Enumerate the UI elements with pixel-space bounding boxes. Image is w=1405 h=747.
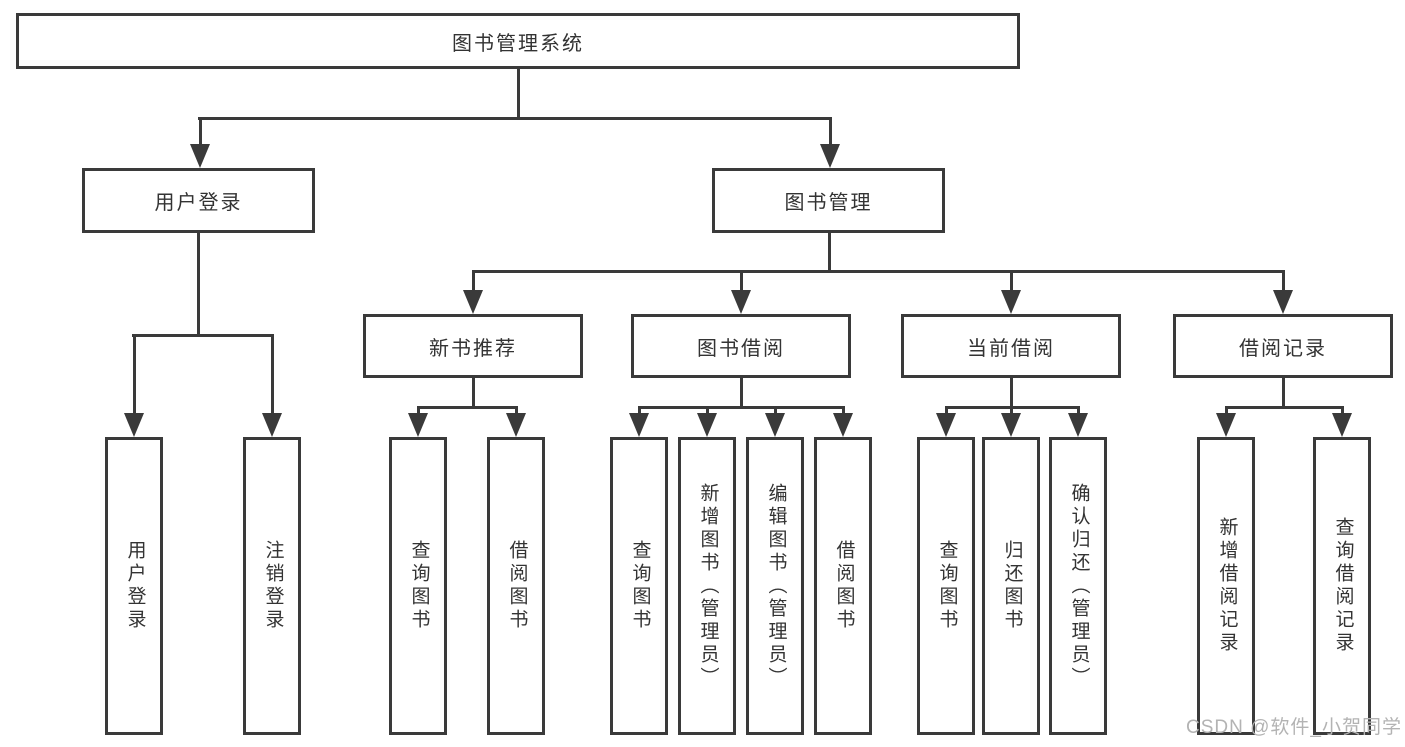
leaf-return-books: 归还图书 bbox=[982, 437, 1040, 735]
arrow-borrow-leaf-4 bbox=[833, 409, 853, 437]
leaf-label: 新增图书（管理员） bbox=[697, 482, 719, 690]
connector-user-vline bbox=[197, 233, 200, 336]
node-user-login: 用户登录 bbox=[82, 168, 315, 233]
leaf-label: 注销登录 bbox=[262, 540, 284, 632]
connector-root-vline bbox=[516, 69, 520, 120]
connector-records-hline bbox=[1224, 406, 1344, 409]
connector-user-hline bbox=[132, 334, 274, 337]
connector-rec-hline bbox=[416, 406, 518, 409]
leaf-label: 新增借阅记录 bbox=[1216, 517, 1238, 655]
arrow-to-leaf-user-login bbox=[124, 337, 144, 437]
leaf-query-books-recommend: 查询图书 bbox=[389, 437, 447, 735]
node-book-borrowing: 图书借阅 bbox=[631, 314, 851, 378]
leaf-label: 查询图书 bbox=[936, 540, 958, 632]
leaf-label: 用户登录 bbox=[124, 540, 146, 632]
leaf-logout: 注销登录 bbox=[243, 437, 301, 735]
arrow-records-leaf-2 bbox=[1332, 409, 1352, 437]
leaf-add-borrow-record: 新增借阅记录 bbox=[1197, 437, 1255, 735]
arrow-current-leaf-1 bbox=[936, 409, 956, 437]
connector-current-vline bbox=[1009, 378, 1013, 409]
leaf-label: 查询图书 bbox=[629, 540, 651, 632]
leaf-label: 归还图书 bbox=[1001, 540, 1023, 632]
leaf-label: 查询借阅记录 bbox=[1332, 517, 1354, 655]
arrow-rec-leaf-2 bbox=[506, 409, 526, 437]
connector-records-vline bbox=[1281, 378, 1285, 409]
connector-current-hline bbox=[944, 406, 1080, 409]
leaf-label: 确认归还（管理员） bbox=[1068, 482, 1090, 690]
arrow-to-book-management bbox=[820, 120, 840, 168]
arrow-to-borrowing-records bbox=[1273, 273, 1293, 314]
leaf-query-borrow-record: 查询借阅记录 bbox=[1313, 437, 1371, 735]
arrow-to-book-borrowing bbox=[731, 273, 751, 314]
node-borrowing-records: 借阅记录 bbox=[1173, 314, 1393, 378]
connector-borrow-vline bbox=[739, 378, 743, 409]
node-current-borrowing: 当前借阅 bbox=[901, 314, 1121, 378]
leaf-borrow-books-recommend: 借阅图书 bbox=[487, 437, 545, 735]
arrow-current-leaf-3 bbox=[1068, 409, 1088, 437]
leaf-edit-books-admin: 编辑图书（管理员） bbox=[746, 437, 804, 735]
arrow-to-user-login bbox=[190, 120, 210, 168]
arrow-to-leaf-logout bbox=[262, 337, 282, 437]
connector-root-hline bbox=[198, 117, 832, 120]
csdn-watermark: CSDN @软件_小贺同学 bbox=[1186, 717, 1402, 738]
connector-mgmt-hline bbox=[471, 270, 1285, 273]
leaf-label: 借阅图书 bbox=[506, 540, 528, 632]
leaf-query-books-borrowing: 查询图书 bbox=[610, 437, 668, 735]
node-new-book-recommend: 新书推荐 bbox=[363, 314, 583, 378]
connector-rec-vline bbox=[471, 378, 475, 409]
arrow-borrow-leaf-3 bbox=[765, 409, 785, 437]
leaf-confirm-return-admin: 确认归还（管理员） bbox=[1049, 437, 1107, 735]
arrow-records-leaf-1 bbox=[1216, 409, 1236, 437]
leaf-query-books-current: 查询图书 bbox=[917, 437, 975, 735]
leaf-borrow-books-borrowing: 借阅图书 bbox=[814, 437, 872, 735]
connector-mgmt-vline bbox=[827, 233, 831, 273]
connector-borrow-hline bbox=[637, 406, 845, 409]
leaf-label: 查询图书 bbox=[408, 540, 430, 632]
arrow-borrow-leaf-1 bbox=[629, 409, 649, 437]
leaf-label: 借阅图书 bbox=[833, 540, 855, 632]
leaf-user-login: 用户登录 bbox=[105, 437, 163, 735]
leaf-label: 编辑图书（管理员） bbox=[765, 482, 787, 690]
arrow-to-current-borrowing bbox=[1001, 273, 1021, 314]
arrow-current-leaf-2 bbox=[1001, 409, 1021, 437]
arrow-borrow-leaf-2 bbox=[697, 409, 717, 437]
node-library-management-system: 图书管理系统 bbox=[16, 13, 1020, 69]
arrow-to-new-book-recommend bbox=[463, 273, 483, 314]
node-book-management: 图书管理 bbox=[712, 168, 945, 233]
leaf-add-books-admin: 新增图书（管理员） bbox=[678, 437, 736, 735]
arrow-rec-leaf-1 bbox=[408, 409, 428, 437]
